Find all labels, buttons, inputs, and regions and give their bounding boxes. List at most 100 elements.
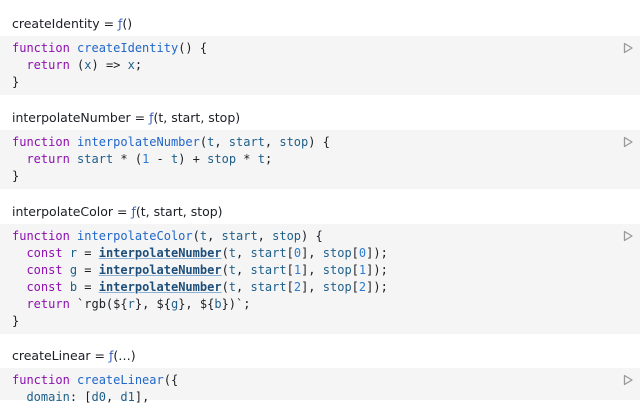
code-token: t [228, 280, 237, 294]
code-line: return `rgb(${r}, ${g}, ${b})`; [12, 296, 250, 313]
play-icon [623, 374, 633, 386]
reference-link[interactable]: interpolateNumber [98, 263, 222, 277]
code-line: function createLinear({ [12, 372, 178, 389]
code-token: () { [178, 41, 208, 55]
code-block[interactable]: function interpolateColor(t, start, stop… [0, 224, 640, 334]
code-token [12, 58, 26, 72]
code-token: x [127, 58, 135, 72]
code-token: ], [301, 280, 323, 294]
code-line: function createIdentity() { [12, 40, 207, 57]
code-token: }, ${ [178, 297, 215, 311]
cell-title-equals: = [113, 204, 132, 219]
code-token: ( [69, 58, 85, 72]
code-block[interactable]: function createIdentity() { return (x) =… [0, 36, 640, 95]
code-token [63, 246, 70, 260]
code-token: return [26, 297, 70, 311]
play-icon [623, 136, 633, 148]
code-token: function [12, 135, 70, 149]
function-f-symbol: ƒ [108, 348, 114, 363]
cell-title-name: createLinear [12, 348, 91, 363]
code-token: [ [286, 280, 294, 294]
code-token: , [257, 229, 273, 243]
code-token: t [228, 263, 237, 277]
code-token: r [127, 297, 135, 311]
code-token: ], [134, 390, 150, 404]
code-token: ) + [178, 152, 208, 166]
code-token [70, 135, 77, 149]
code-line: function interpolateColor(t, start, stop… [12, 228, 323, 245]
function-f-symbol: ƒ [118, 16, 123, 31]
code-token: , [264, 135, 280, 149]
code-token: , [236, 246, 251, 260]
code-line: function interpolateNumber(t, start, sto… [12, 134, 330, 151]
cell-title-args: (t, start, stop) [153, 110, 241, 125]
code-line: return (x) => x; [12, 57, 142, 74]
code-token: , [214, 135, 229, 149]
code-token [70, 373, 77, 387]
code-token: function [12, 41, 70, 55]
code-token [12, 297, 26, 311]
play-icon [623, 230, 633, 242]
code-token: = [77, 280, 99, 294]
code-line: const r = interpolateNumber(t, start[0],… [12, 245, 387, 262]
code-token: stop [322, 246, 352, 260]
run-cell-button[interactable] [622, 230, 634, 242]
cell-title-equals: = [90, 348, 109, 363]
code-token: : [ [69, 390, 92, 404]
code-token [12, 263, 26, 277]
code-token: ( [221, 263, 229, 277]
function-f-symbol: ƒ [131, 204, 136, 219]
code-line: } [12, 313, 19, 330]
run-cell-button[interactable] [622, 136, 634, 148]
code-token: start [221, 229, 258, 243]
play-icon [623, 42, 633, 54]
cell-title[interactable]: createIdentity = ƒ() [12, 15, 132, 33]
code-token: ]); [366, 263, 388, 277]
run-cell-button[interactable] [622, 42, 634, 54]
code-token: [ [286, 246, 294, 260]
code-token: , [207, 229, 222, 243]
code-token: interpolateNumber [77, 135, 200, 149]
cell-title-name: createIdentity [12, 16, 100, 31]
code-token: = [77, 246, 99, 260]
code-token: start [250, 246, 287, 260]
code-token: function [12, 229, 70, 243]
code-block[interactable]: function interpolateNumber(t, start, sto… [0, 130, 640, 189]
code-token: })`; [221, 297, 251, 311]
code-token: const [26, 280, 63, 294]
code-token [12, 280, 26, 294]
cell-title[interactable]: interpolateColor = ƒ(t, start, stop) [12, 203, 223, 221]
cell-title[interactable]: interpolateNumber = ƒ(t, start, stop) [12, 109, 240, 127]
code-token: - [149, 152, 171, 166]
code-token: , [105, 390, 121, 404]
code-token: } [12, 169, 20, 183]
code-token: 1 [293, 263, 302, 277]
code-token: t [257, 152, 265, 166]
code-token [63, 280, 70, 294]
code-block[interactable]: function createLinear({ domain: [d0, d1]… [0, 368, 640, 404]
code-token: [ [351, 263, 359, 277]
code-token: ]); [366, 280, 388, 294]
cell-title[interactable]: createLinear = ƒ(…) [12, 347, 136, 365]
code-token: ( [199, 135, 208, 149]
code-token: ) { [308, 135, 330, 149]
code-token [63, 263, 70, 277]
code-token: = [77, 263, 99, 277]
code-token: 2 [293, 280, 302, 294]
reference-link[interactable]: interpolateNumber [98, 280, 222, 294]
code-token: 2 [358, 280, 367, 294]
code-token: stop [272, 229, 302, 243]
code-token: `rgb(${ [69, 297, 128, 311]
code-line: } [12, 74, 19, 91]
code-token: stop [207, 152, 237, 166]
code-token: b [69, 280, 78, 294]
code-token: g [170, 297, 179, 311]
code-token: 0 [293, 246, 302, 260]
code-token: g [69, 263, 78, 277]
code-token: } [12, 75, 20, 89]
code-token: createIdentity [77, 41, 179, 55]
reference-link[interactable]: interpolateNumber [98, 246, 222, 260]
code-token: * ( [113, 152, 143, 166]
run-cell-button[interactable] [622, 374, 634, 386]
cell-title-args: (t, start, stop) [135, 204, 223, 219]
